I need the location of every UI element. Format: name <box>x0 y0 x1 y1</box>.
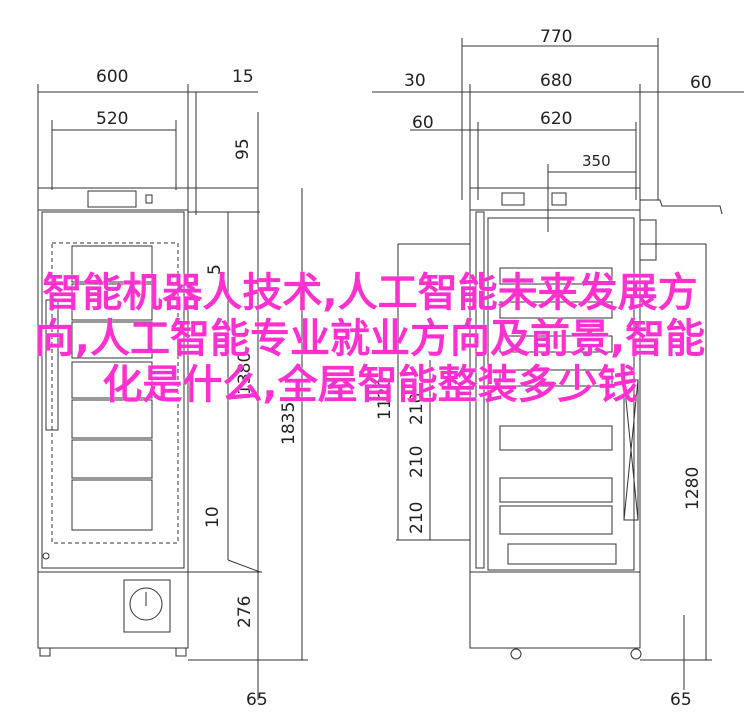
front-body <box>37 187 189 649</box>
dim-15: 15 <box>232 67 254 87</box>
dim-foot-65-left: 65 <box>246 690 268 710</box>
dim-foot-65-right: 65 <box>670 690 692 710</box>
dim-210-b: 210 <box>407 446 427 478</box>
front-view <box>37 84 308 700</box>
side-view <box>372 38 744 690</box>
dim-680: 680 <box>540 71 572 91</box>
dim-350: 350 <box>582 152 611 170</box>
dim-95: 95 <box>233 138 253 160</box>
door-handle <box>45 299 59 431</box>
power-cord <box>640 199 723 215</box>
dim-1120: 1120 <box>375 377 395 420</box>
dim-5: 5 <box>205 264 225 275</box>
side-grille <box>507 543 617 565</box>
front-control-panel <box>37 187 189 211</box>
dim-1380: 1380 <box>235 352 255 395</box>
side-base <box>469 571 641 649</box>
dim-520: 520 <box>96 109 128 129</box>
dim-210-c: 210 <box>407 502 427 534</box>
dim-620: 620 <box>540 109 572 129</box>
front-shelves <box>71 245 153 531</box>
dim-276: 276 <box>235 596 255 628</box>
dim-1835: 1835 <box>279 402 299 445</box>
dim-770: 770 <box>540 27 572 47</box>
door-edge <box>475 211 485 569</box>
front-base <box>37 571 189 649</box>
door-window <box>51 242 179 544</box>
side-shelves <box>499 267 613 535</box>
dim-10: 10 <box>203 506 223 528</box>
control-display <box>87 190 137 208</box>
dim-60-right: 60 <box>690 73 712 93</box>
dim-30: 30 <box>404 71 426 91</box>
side-vent <box>623 379 639 521</box>
side-body <box>469 187 641 649</box>
dim-1280: 1280 <box>683 467 703 510</box>
dim-60-left: 60 <box>412 113 434 133</box>
chart-recorder-dial <box>129 587 163 621</box>
front-door <box>41 211 185 569</box>
recorder-box <box>123 579 171 633</box>
dim-210-a: 210 <box>407 393 427 425</box>
inner-cabinet <box>487 217 635 571</box>
dim-600: 600 <box>96 67 128 87</box>
overlay-title: 智能机器人技术,人工智能未来发展方向,人工智能专业就业方向及前景,智能化是什么,… <box>34 270 706 408</box>
side-control-panel <box>469 187 641 211</box>
